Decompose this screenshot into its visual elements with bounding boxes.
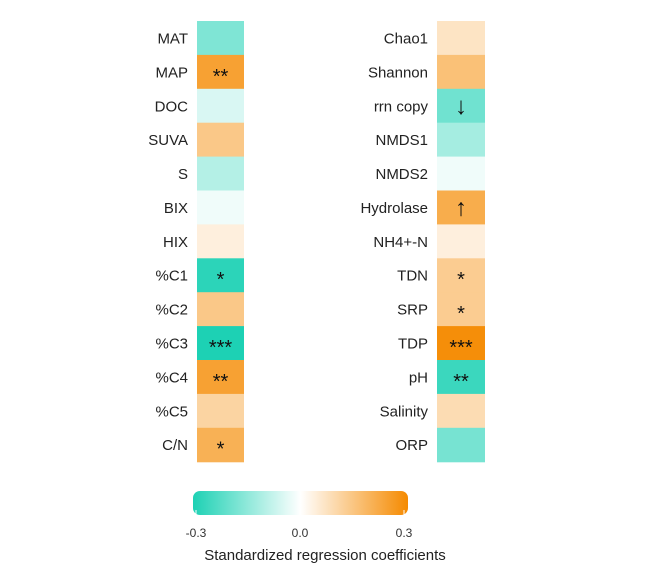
heatmap-cell xyxy=(197,156,244,192)
heatmap-cell xyxy=(437,156,485,192)
heatmap-cell xyxy=(437,258,485,293)
significance-mark: * xyxy=(457,269,465,291)
heatmap-cell xyxy=(437,122,485,158)
heatmap-cell xyxy=(197,292,244,327)
row-label: DOC xyxy=(155,98,189,115)
significance-mark: *** xyxy=(209,337,233,359)
row-label: BIX xyxy=(164,200,188,217)
row-label: ORP xyxy=(395,437,428,454)
significance-mark: ** xyxy=(213,66,229,88)
heatmap-cell xyxy=(197,190,244,225)
row-label: %C2 xyxy=(155,302,188,319)
colorbar-tick-min: -0.3 xyxy=(186,526,207,540)
row-label: %C1 xyxy=(155,268,188,285)
colorbar-tick-mid: 0.0 xyxy=(292,526,309,540)
row-label: S xyxy=(178,166,188,183)
row-label: Chao1 xyxy=(384,31,428,48)
heatmap-cell xyxy=(437,292,485,327)
row-label: NMDS1 xyxy=(375,132,428,149)
heatmap-cell xyxy=(197,326,244,361)
row-label: rrn copy xyxy=(374,98,429,115)
heatmap-cell xyxy=(197,360,244,395)
heatmap-cell xyxy=(437,360,485,395)
heatmap-cell xyxy=(197,122,244,158)
heatmap-cell xyxy=(197,21,244,56)
significance-mark: * xyxy=(217,269,225,291)
significance-mark: ** xyxy=(213,371,229,393)
row-label: pH xyxy=(409,369,428,386)
heatmap-cell xyxy=(437,326,485,361)
colorbar-tick-max: 0.3 xyxy=(396,526,413,540)
heatmap-cell xyxy=(197,258,244,293)
row-label: SRP xyxy=(397,302,428,319)
row-label: %C3 xyxy=(155,336,188,353)
heatmap-cell xyxy=(437,190,485,225)
heatmap-panels: MATMAP**DOCSUVASBIXHIX%C1*%C2%C3***%C4**… xyxy=(148,21,485,463)
heatmap-cell xyxy=(197,224,244,259)
heatmap-cell xyxy=(197,54,244,90)
colorbar xyxy=(193,491,408,515)
row-label: NMDS2 xyxy=(375,166,428,183)
row-label: Shannon xyxy=(368,64,428,81)
significance-arrow: ↓ xyxy=(455,93,467,120)
row-label: MAP xyxy=(155,64,188,81)
row-label: %C4 xyxy=(155,369,188,386)
row-label: %C5 xyxy=(155,403,188,420)
significance-arrow: ↑ xyxy=(455,194,467,221)
row-label: HIX xyxy=(163,234,188,251)
row-label: TDP xyxy=(398,336,428,353)
heatmap-cell xyxy=(437,393,485,429)
heatmap-cell xyxy=(197,88,244,124)
heatmap-cell xyxy=(197,393,244,429)
row-label: NH4+-N xyxy=(373,234,428,251)
row-label: TDN xyxy=(397,268,428,285)
significance-mark: *** xyxy=(449,337,473,359)
row-label: Salinity xyxy=(380,403,429,420)
significance-mark: * xyxy=(217,439,225,461)
heatmap-cell xyxy=(437,88,485,124)
colorbar-title: Standardized regression coefficients xyxy=(204,547,446,564)
significance-mark: * xyxy=(457,303,465,325)
row-label: MAT xyxy=(157,31,188,48)
heatmap-cell xyxy=(437,54,485,90)
row-label: C/N xyxy=(162,437,188,454)
heatmap-cell xyxy=(437,427,485,463)
heatmap-cell xyxy=(437,224,485,259)
significance-mark: ** xyxy=(453,371,469,393)
heatmap-cell xyxy=(197,427,244,463)
row-label: Hydrolase xyxy=(360,200,428,217)
row-label: SUVA xyxy=(148,132,188,149)
heatmap-cell xyxy=(437,21,485,56)
